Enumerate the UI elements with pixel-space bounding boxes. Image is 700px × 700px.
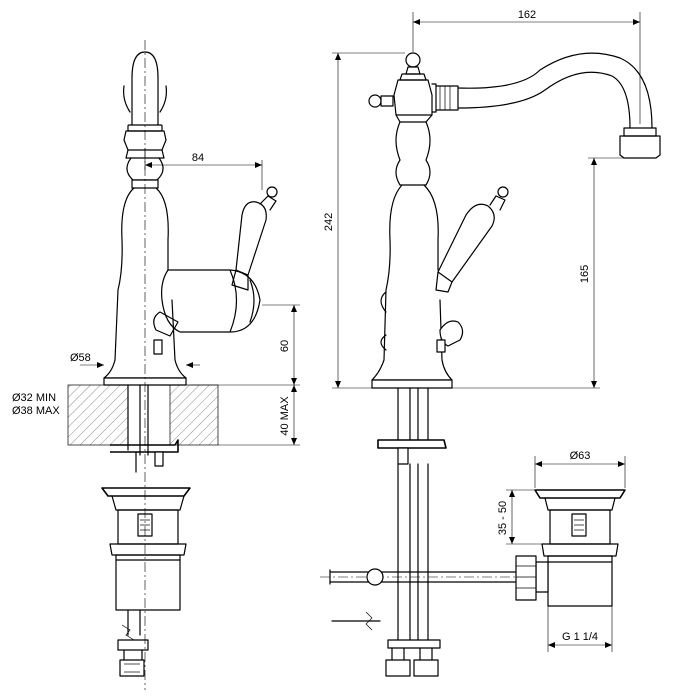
waste-side [101, 487, 191, 677]
waste-front [515, 489, 626, 607]
lever-handle-side [231, 186, 278, 291]
dim-deck-thickness: 40 MAX [279, 396, 291, 436]
dim-drill-hole-min: Ø32 MIN [12, 392, 56, 404]
deck-section [67, 384, 219, 446]
spout-front [431, 52, 661, 159]
dim-waste-height: 35 - 50 [497, 501, 509, 535]
dim-total-height: 242 [323, 213, 335, 231]
side-view: 84 Ø58 Ø32 MIN Ø38 MAX 60 40 MAX [12, 40, 300, 690]
dim-spout-reach: 162 [518, 9, 536, 21]
dim-spout-height: 165 [579, 265, 591, 283]
pop-up-rod [320, 568, 530, 631]
dim-lever-height: 60 [279, 340, 291, 352]
dim-waste-diameter: Ø63 [570, 450, 591, 462]
front-view: 162 242 165 Ø63 35 - 50 G 1 1/4 [320, 9, 661, 677]
lever-handle-front [435, 186, 509, 293]
dim-base-diameter: Ø58 [70, 352, 91, 364]
dim-drill-hole-max: Ø38 MAX [12, 405, 60, 417]
dim-spout-offset: 84 [192, 152, 204, 164]
dim-waste-thread: G 1 1/4 [562, 631, 598, 643]
